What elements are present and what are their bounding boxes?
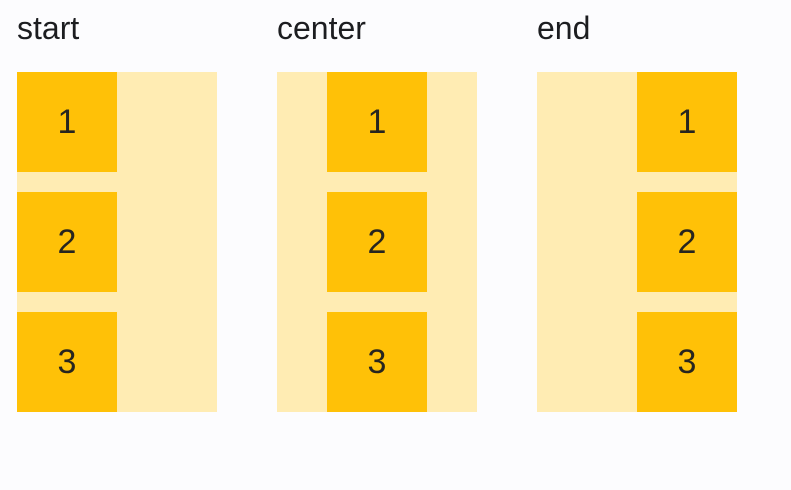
- demo-column-center: center 1 2 3: [277, 10, 477, 412]
- flex-item: 3: [637, 312, 737, 412]
- flex-item-number: 1: [367, 103, 387, 141]
- flex-item-number: 1: [57, 103, 77, 141]
- flex-container-center: 1 2 3: [277, 72, 477, 412]
- flex-item: 2: [17, 192, 117, 292]
- flex-item: 1: [17, 72, 117, 172]
- flex-item: 3: [17, 312, 117, 412]
- column-label-end: end: [537, 10, 591, 46]
- flex-item-number: 1: [677, 103, 697, 141]
- flex-item-number: 3: [57, 343, 77, 381]
- flex-item: 1: [327, 72, 427, 172]
- flex-item: 2: [637, 192, 737, 292]
- flex-item: 2: [327, 192, 427, 292]
- flex-item-number: 2: [57, 223, 77, 261]
- column-label-center: center: [277, 10, 366, 46]
- demo-column-start: start 1 2 3: [17, 10, 217, 412]
- flex-item: 3: [327, 312, 427, 412]
- column-label-start: start: [17, 10, 80, 46]
- flex-item-number: 3: [677, 343, 697, 381]
- flex-container-end: 1 2 3: [537, 72, 737, 412]
- flex-container-start: 1 2 3: [17, 72, 217, 412]
- flex-item-number: 3: [367, 343, 387, 381]
- flex-item-number: 2: [367, 223, 387, 261]
- flex-item: 1: [637, 72, 737, 172]
- flex-item-number: 2: [677, 223, 697, 261]
- alignment-demo-row: start 1 2 3 center 1 2 3 e: [17, 10, 737, 412]
- demo-column-end: end 1 2 3: [537, 10, 737, 412]
